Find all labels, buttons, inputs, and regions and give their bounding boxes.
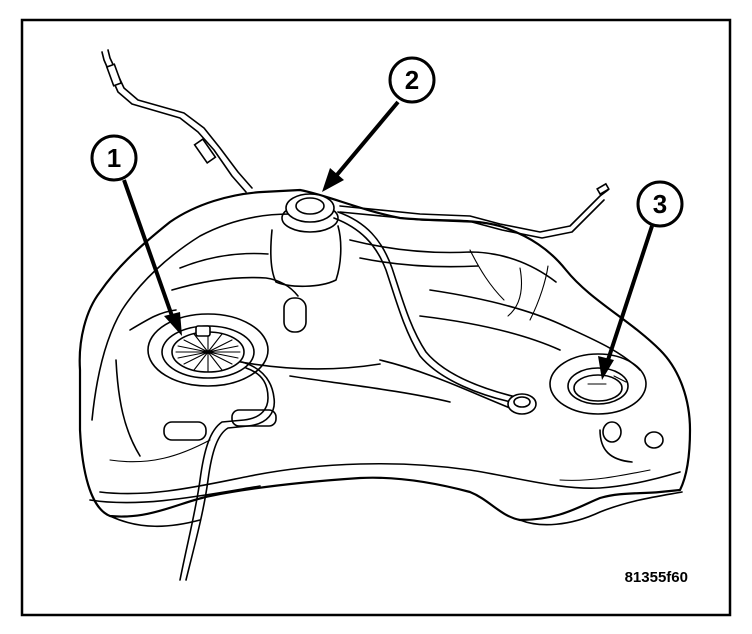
callout-3: 3 <box>598 180 684 380</box>
fuel-tank-body <box>78 188 692 528</box>
callout-3-label: 3 <box>653 189 667 219</box>
callout-2: 2 <box>322 56 436 192</box>
rollover-valve <box>281 193 537 415</box>
callout-1: 1 <box>90 134 182 336</box>
callout-2-label: 2 <box>405 65 419 95</box>
fuel-pump-module <box>147 313 276 581</box>
figure-id: 81355f60 <box>625 569 688 586</box>
callout-1-label: 1 <box>107 143 121 173</box>
level-sensor-cover <box>549 353 647 415</box>
fuel-lines-upper <box>101 49 610 239</box>
